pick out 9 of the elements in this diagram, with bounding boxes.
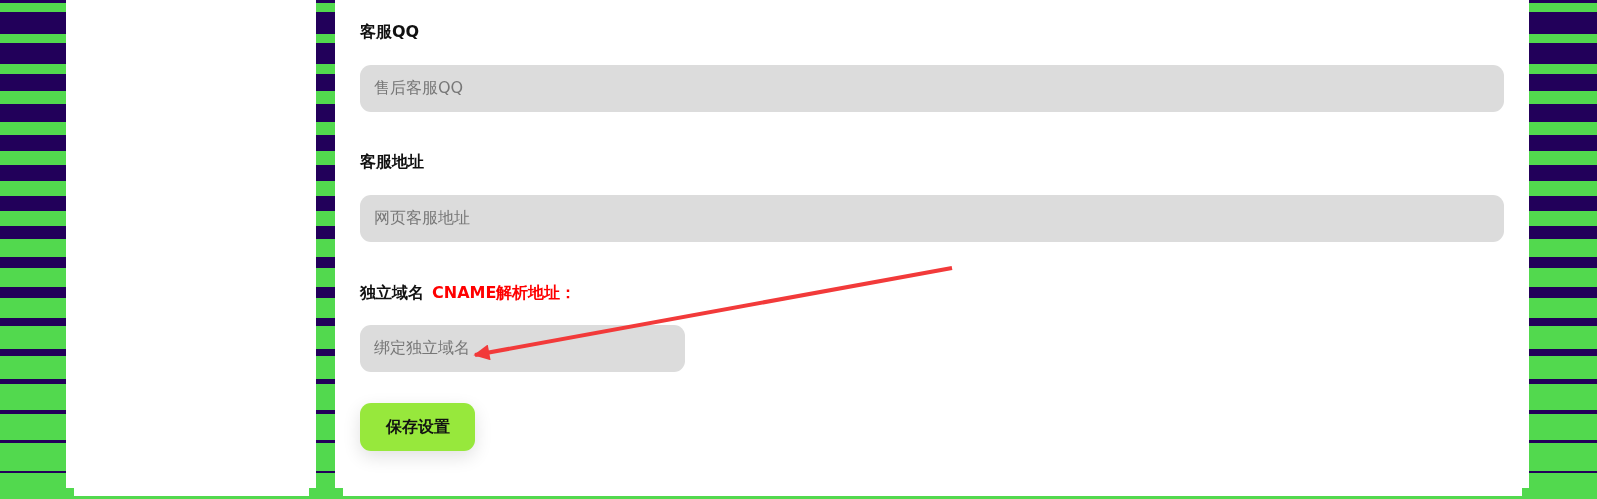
- arrow: [473, 266, 953, 361]
- field-label: 客服地址: [360, 152, 424, 173]
- input-field: 售后客服QQ: [360, 65, 1504, 112]
- input-field: 网页客服地址: [360, 195, 1504, 242]
- input-field: 绑定独立域名: [360, 325, 685, 372]
- field-hint: CNAME解析地址：: [432, 283, 577, 304]
- field-label: 独立域名: [360, 283, 424, 304]
- field-label: 客服QQ: [360, 22, 420, 43]
- save-button: 保存设置: [360, 403, 475, 451]
